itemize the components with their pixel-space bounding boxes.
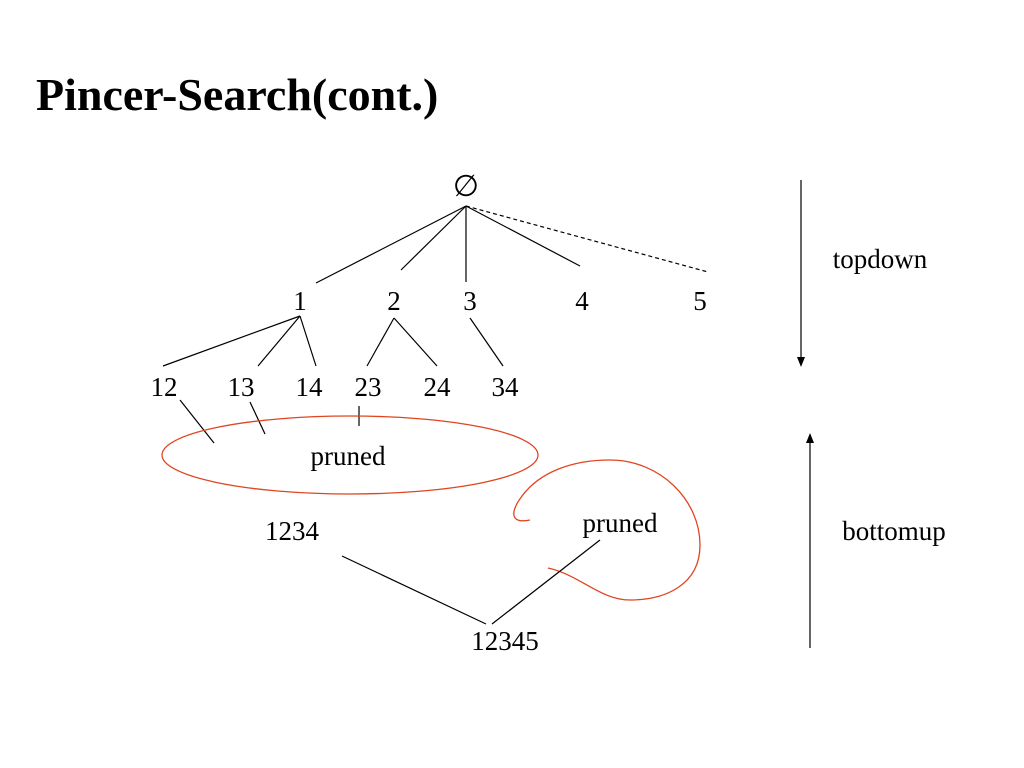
edge-root-4 [465, 205, 581, 267]
pruned-label-bottom: pruned [583, 508, 658, 538]
stub-13 [249, 401, 266, 435]
edge-root-5-dashed [465, 205, 709, 273]
root-edges [315, 205, 709, 284]
node-l2-13: 13 [228, 372, 255, 402]
bottomup-arrow [806, 433, 814, 648]
edge-2-23 [366, 317, 395, 367]
node-l2-23: 23 [355, 372, 382, 402]
pruned-ellipse-top [161, 415, 539, 495]
slide-title: Pincer-Search(cont.) [36, 69, 439, 120]
edge-3-34 [469, 317, 504, 367]
stub-12 [179, 399, 215, 444]
pruned-curve-bottom [513, 459, 701, 601]
node-l1-2: 2 [387, 286, 401, 316]
node-l1-3: 3 [463, 286, 477, 316]
node-l1-1: 1 [293, 286, 307, 316]
node-l5-12345: 12345 [471, 626, 539, 656]
topdown-arrow [797, 180, 805, 367]
node-l2-12: 12 [151, 372, 178, 402]
edge-1-12 [162, 315, 301, 367]
node-l1-4: 4 [575, 286, 589, 316]
node-l2-14: 14 [296, 372, 324, 402]
edge-root-2 [400, 205, 467, 271]
pruned-stubs [179, 399, 360, 444]
topdown-label: topdown [833, 244, 928, 274]
node-l2-34: 34 [492, 372, 520, 402]
edge-1-13 [257, 315, 301, 367]
node-root: ∅ [453, 170, 479, 203]
edge-root-1 [315, 205, 467, 284]
node-l2-24: 24 [424, 372, 452, 402]
edge-pruned-12345 [491, 539, 601, 625]
level1-edges [162, 315, 504, 367]
node-l1-5: 5 [693, 286, 707, 316]
node-l4-1234: 1234 [265, 516, 320, 546]
bottomup-label: bottomup [842, 516, 946, 546]
edge-1234-12345 [341, 555, 487, 625]
pruned-label-top: pruned [311, 441, 386, 471]
edge-2-24 [393, 317, 438, 367]
edge-1-14 [299, 315, 317, 367]
lower-edges [341, 539, 601, 625]
